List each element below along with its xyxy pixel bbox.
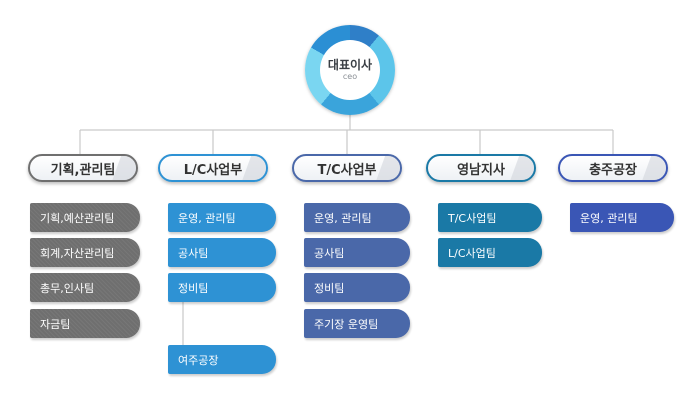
team-general-hr: 총무,인사팀 [30,273,140,302]
team-tc-parking-operations: 주기장 운영팀 [304,309,410,338]
ceo-node: 대표이사 ceo [305,25,395,115]
division-chungju-label: 충주공장 [589,162,637,178]
team-tc-operations: 운영, 관리팀 [304,203,410,232]
division-lc-label: L/C사업부 [183,162,243,178]
team-lc-maintenance: 정비팀 [168,273,276,302]
team-tc-construction: 공사팀 [304,238,410,267]
division-tc-label: T/C사업부 [317,162,377,178]
team-yeongnam-lc: L/C사업팀 [438,238,542,267]
team-chungju-operations: 운영, 관리팀 [570,203,674,232]
division-planning-label: 기획,관리팀 [50,162,116,178]
team-lc-operations: 운영, 관리팀 [168,203,276,232]
division-yeongnam-header: 영남지사 [426,154,536,182]
team-yeongnam-tc: T/C사업팀 [438,203,542,232]
ceo-title: 대표이사 [327,58,373,72]
team-accounting-assets: 회계,자산관리팀 [30,238,140,267]
team-finance: 자금팀 [30,309,140,338]
team-yeoju-factory: 여주공장 [168,345,276,374]
division-lc-header: L/C사업부 [158,154,268,182]
team-planning-budget: 기획,예산관리팀 [30,203,140,232]
team-lc-construction: 공사팀 [168,238,276,267]
division-planning-header: 기획,관리팀 [28,154,138,182]
ceo-subtitle: ceo [342,72,358,81]
division-chungju-header: 충주공장 [558,154,668,182]
team-tc-maintenance: 정비팀 [304,273,410,302]
ceo-label-circle: 대표이사 ceo [320,40,380,100]
division-yeongnam-label: 영남지사 [457,162,505,178]
division-tc-header: T/C사업부 [292,154,402,182]
